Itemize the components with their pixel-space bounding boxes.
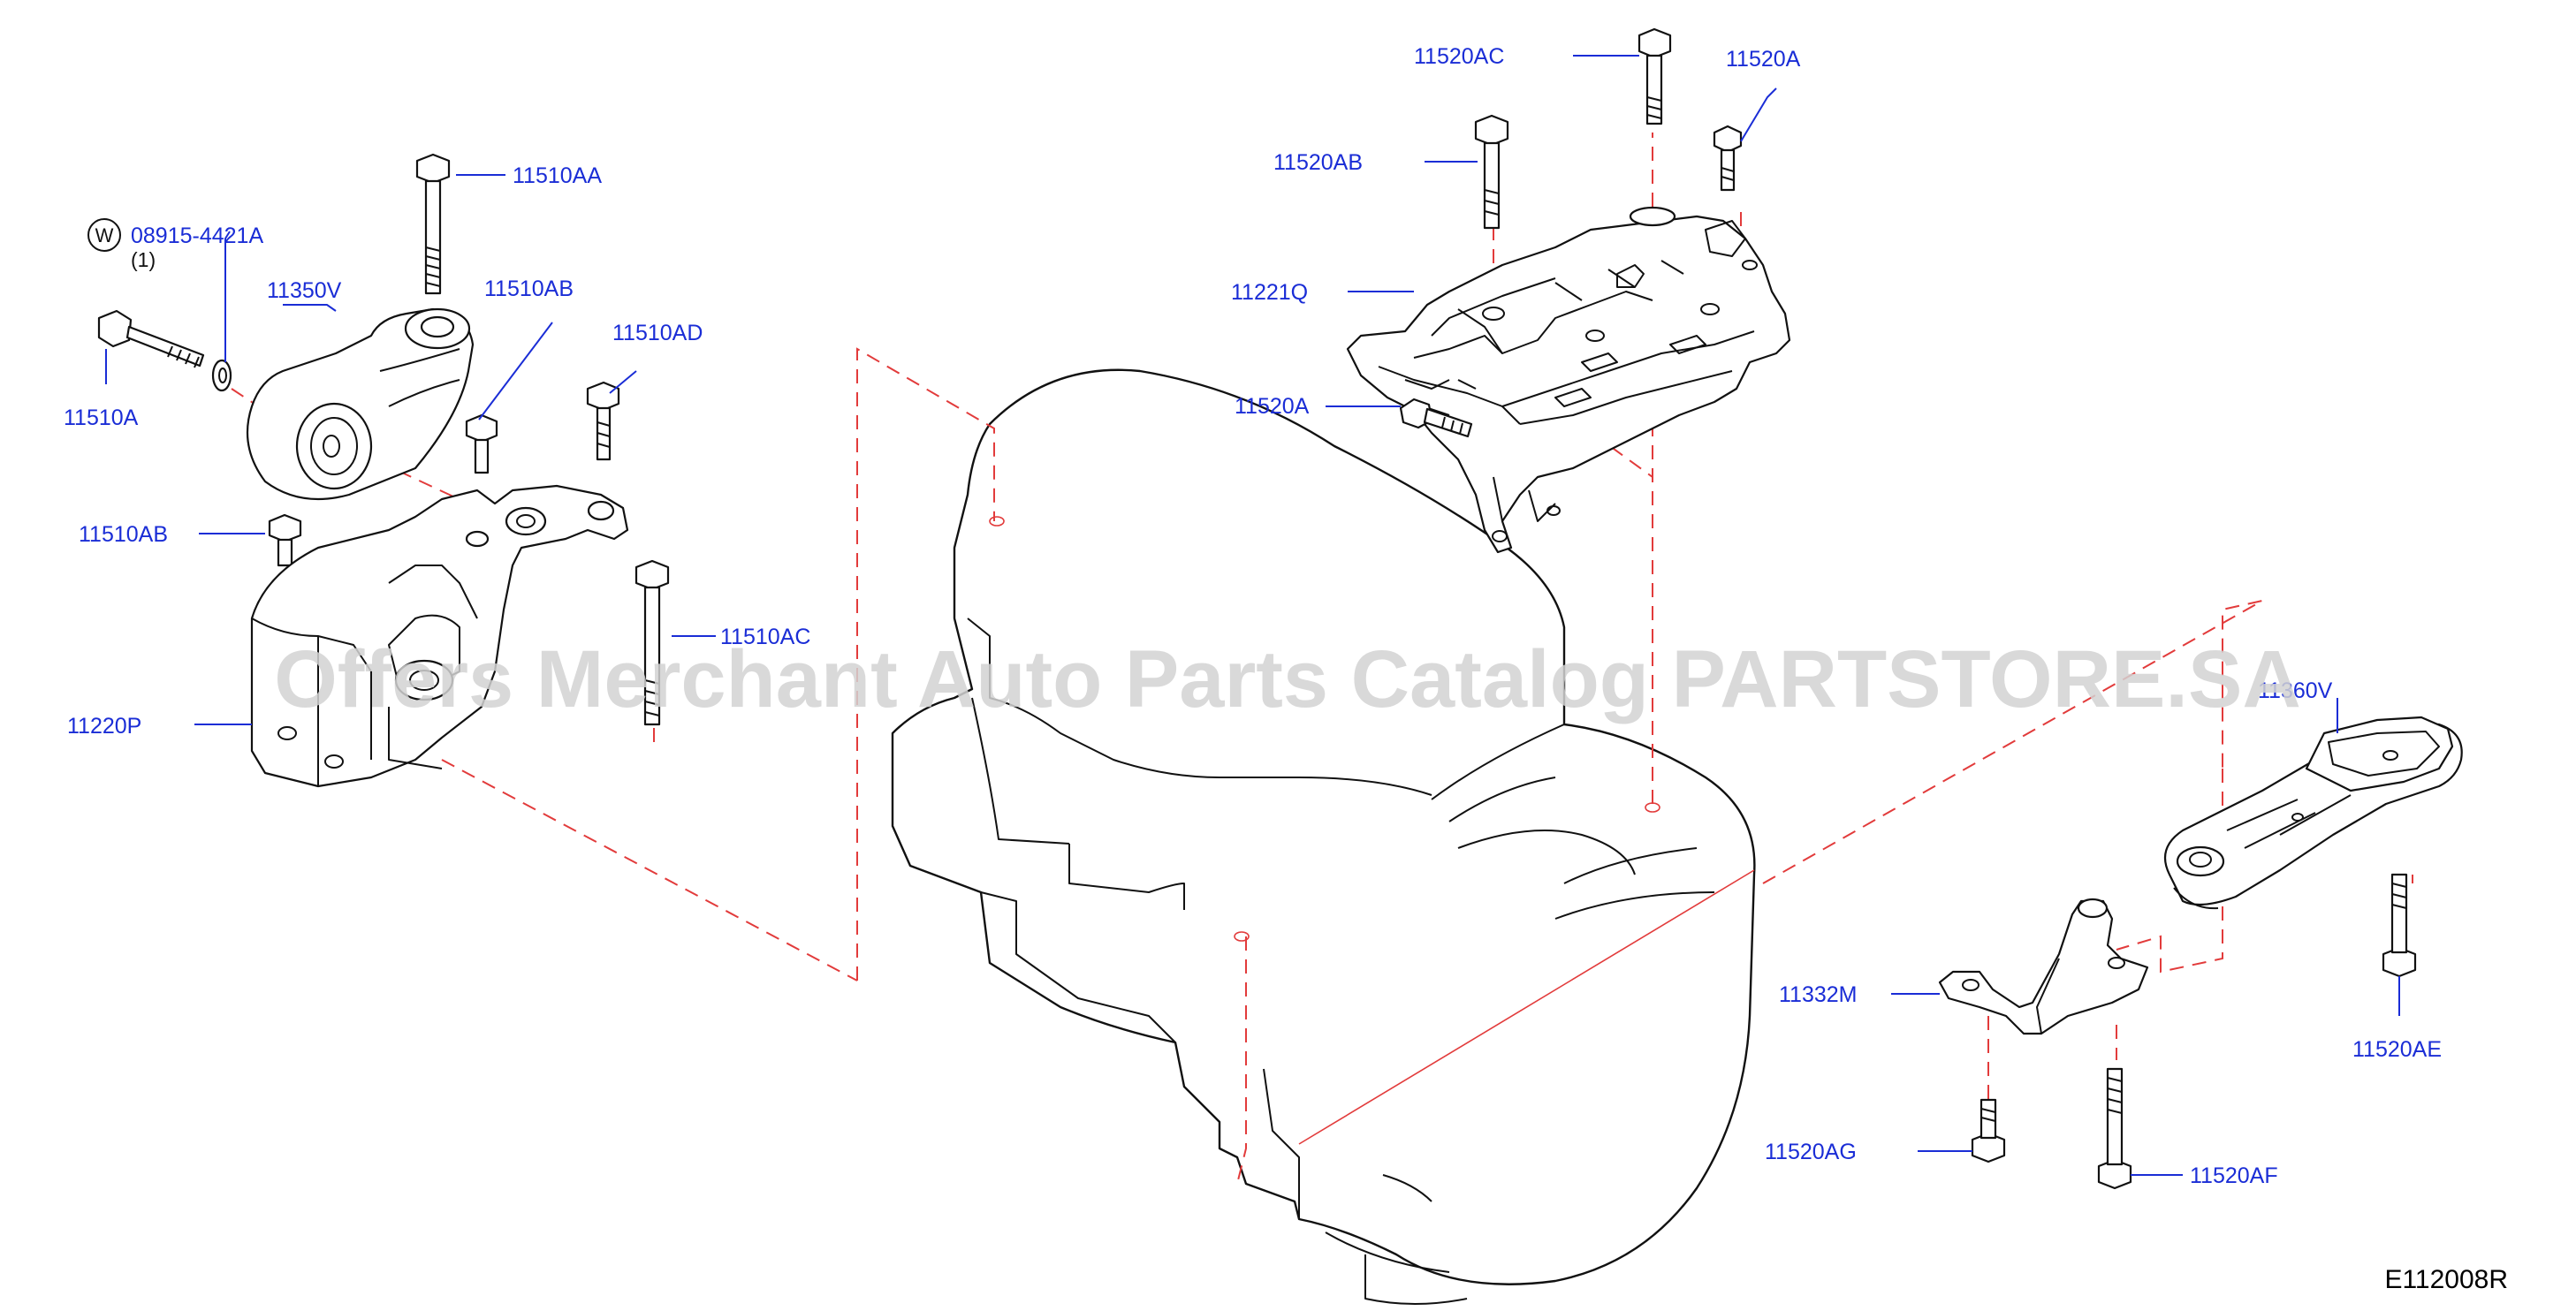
engine-block-outline: [891, 368, 1756, 1305]
bolt-11510ac: [635, 559, 670, 726]
bolt-11510ad: [586, 381, 620, 461]
label-11350v: 11350V: [267, 278, 342, 303]
label-11510ab-lower: 11510AB: [79, 522, 168, 547]
bolt-11520ag: [1971, 1098, 2006, 1163]
diagram-code: E112008R: [2384, 1265, 2508, 1294]
washer-marker-letter: W: [95, 224, 114, 246]
label-08915-4421a: 08915-4421A: [131, 224, 263, 248]
label-11221q: 11221Q: [1231, 280, 1308, 305]
washer-marker-icon: [87, 218, 121, 252]
label-11510a: 11510A: [64, 405, 139, 430]
bolt-11510ab-upper: [465, 413, 498, 474]
bolt-11510ab-lower: [268, 513, 302, 567]
label-11360v: 11360V: [2258, 678, 2333, 703]
leader-lines: [105, 55, 2400, 1176]
bolt-11520ae: [2382, 873, 2417, 978]
bolt-11520a-lower: [1399, 398, 1473, 438]
mount-11360v: [2163, 716, 2463, 910]
watermark-text: Offers Merchant Auto Parts Catalog PARTS…: [274, 634, 2301, 724]
label-11510ac: 11510AC: [720, 625, 810, 649]
label-11520a-upper: 11520A: [1726, 47, 1801, 72]
label-11520ag: 11520AG: [1765, 1140, 1857, 1164]
mount-11350v: [246, 307, 475, 501]
label-11510ab-upper: 11510AB: [484, 277, 574, 301]
label-11332m: 11332M: [1779, 982, 1858, 1007]
label-11520af: 11520AF: [2190, 1163, 2278, 1188]
part-labels: 11510AA W 08915-4421A (1) 11350V 11510AB…: [64, 44, 2442, 1188]
label-11510aa: 11510AA: [513, 163, 602, 188]
bolt-11520ab: [1474, 114, 1509, 230]
bolt-11520af: [2097, 1067, 2132, 1190]
label-11520a-lower: 11520A: [1235, 394, 1310, 419]
label-11520ab: 11520AB: [1273, 150, 1363, 175]
bolt-11520ac: [1638, 27, 1672, 125]
bolt-11510a: [97, 309, 205, 368]
label-08915-4421a-qty: (1): [131, 248, 156, 271]
bolt-11510aa: [415, 153, 451, 295]
label-11220p: 11220P: [67, 714, 141, 739]
bracket-11221q: [1346, 206, 1791, 554]
label-11520ac: 11520AC: [1414, 44, 1504, 69]
label-11510ad: 11510AD: [612, 321, 703, 345]
label-11520ae: 11520AE: [2352, 1037, 2442, 1062]
bracket-11332m: [1938, 898, 2149, 1035]
washer-08915-4421a: [211, 359, 232, 392]
bolt-11520a-upper: [1713, 125, 1743, 192]
bracket-11220p: [250, 484, 629, 788]
